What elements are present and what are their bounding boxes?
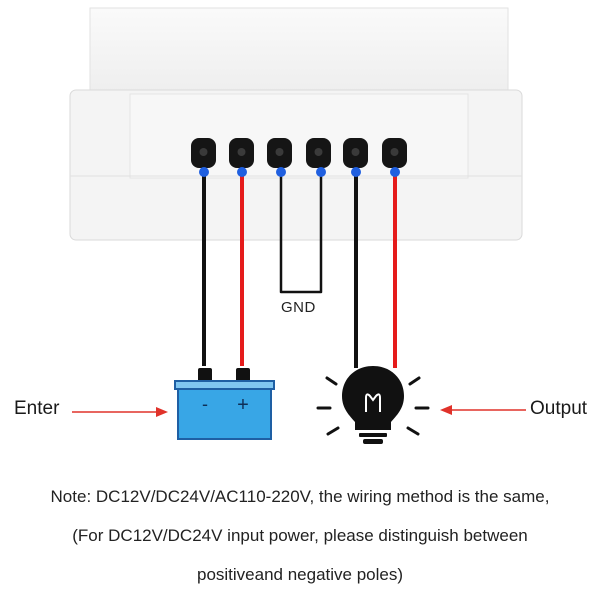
terminal-2 (229, 138, 254, 168)
enter-label: Enter (14, 398, 60, 419)
terminal-4 (306, 138, 331, 168)
terminal-6 (382, 138, 407, 168)
gnd-label: GND (281, 299, 316, 316)
note-line-3: positiveand negative poles) (196, 565, 404, 584)
battery-plus-label: + (237, 394, 249, 416)
wires (202, 172, 397, 368)
terminal-5 (343, 138, 368, 168)
light-bulb-icon (316, 366, 430, 444)
controller-enclosure (69, 7, 523, 241)
terminal-1 (191, 138, 216, 168)
note-line-2: (For DC12V/DC24V input power, please dis… (72, 526, 528, 545)
terminal-3 (267, 138, 292, 168)
output-arrow (440, 405, 526, 415)
battery-icon: - + (174, 368, 275, 440)
battery-minus-label: - (202, 394, 208, 414)
terminal-dots (199, 167, 400, 177)
output-label: Output (530, 398, 588, 419)
enter-arrow (72, 407, 168, 417)
note-line-1: Note: DC12V/DC24V/AC110-220V, the wiring… (50, 487, 550, 506)
wiring-diagram: - + (69, 7, 526, 444)
wire-gnd-loop (279, 172, 323, 294)
terminal-block (191, 138, 407, 168)
